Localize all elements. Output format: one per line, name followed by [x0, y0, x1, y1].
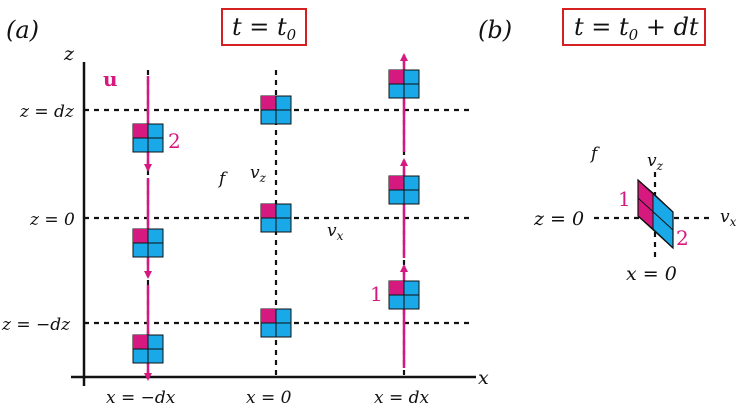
fluid-element-center-top — [260, 95, 292, 125]
center-label-vz: vz — [250, 163, 267, 185]
panel-b: (b) t = t0 + dt f vz vx z = 0 x = 0 1 2 — [478, 8, 737, 285]
center-label-vx: vx — [327, 221, 344, 243]
panel-b-label: (b) — [478, 16, 512, 44]
fluid-element-right-bottom — [388, 280, 420, 310]
x-tick-minus-dx: x = −dx — [106, 388, 176, 408]
fluid-element-center-mid — [260, 203, 292, 233]
z-tick-0: z = 0 — [29, 210, 75, 230]
panel-b-time-label: t = t0 + dt — [574, 13, 699, 44]
fluid-element-right-mid — [388, 175, 420, 205]
panel-b-vz: vz — [647, 151, 664, 173]
fluid-element-right-top — [388, 69, 420, 99]
velocity-symbol-u: u — [103, 67, 118, 91]
fluid-element-center-bottom — [260, 308, 292, 338]
panel-b-vx: vx — [720, 207, 737, 229]
panel-b-time-frame — [562, 8, 706, 46]
z-axis-label: z — [63, 43, 75, 65]
x-tick-dx: x = dx — [374, 388, 430, 408]
panel-b-z-label: z = 0 — [533, 208, 584, 230]
panel-a-label: (a) — [6, 16, 39, 44]
z-tick-minus-dz: z = −dz — [1, 315, 71, 335]
center-label-f: f — [217, 169, 228, 189]
fluid-element-left-top — [132, 123, 164, 153]
panel-b-f: f — [589, 144, 600, 164]
sheared-fluid-element — [637, 178, 674, 250]
panel-a-time-frame — [221, 8, 307, 46]
element-number-1: 1 — [370, 282, 383, 306]
panel-b-element-number-1: 1 — [618, 187, 631, 211]
element-number-2: 2 — [168, 129, 181, 153]
x-tick-0: x = 0 — [246, 388, 292, 408]
panel-a: (a) t = t0 z x z = dz z = 0 z = −dz x = … — [1, 8, 489, 408]
z-tick-dz: z = dz — [19, 102, 75, 122]
panel-a-time-label: t = t0 — [232, 13, 297, 44]
x-axis-label: x — [478, 367, 489, 389]
panel-b-element-number-2: 2 — [676, 226, 689, 250]
panel-b-x-label: x = 0 — [626, 263, 677, 285]
fluid-element-left-mid — [132, 228, 164, 258]
fluid-element-left-bottom — [132, 334, 164, 364]
